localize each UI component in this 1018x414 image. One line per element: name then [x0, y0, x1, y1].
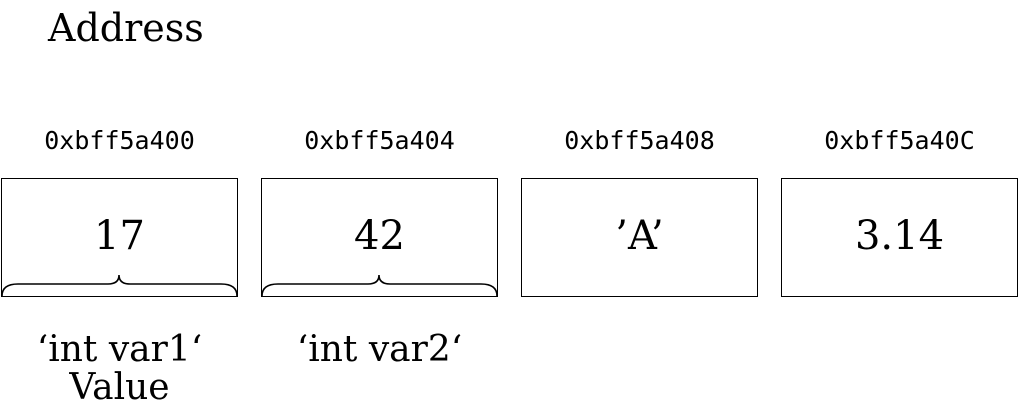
- memory-cell-value-2: ’A’: [615, 213, 664, 259]
- memory-cell-1: 42: [261, 178, 498, 297]
- memory-cell-3: 3.14: [781, 178, 1018, 297]
- address-label-2: 0xbff5a408: [564, 126, 715, 155]
- address-label-3: 0xbff5a40C: [824, 126, 975, 155]
- variable-label-0: ‘int var1‘: [36, 329, 203, 370]
- memory-cell-2: ’A’: [521, 178, 758, 297]
- memory-cell-0: 17: [1, 178, 238, 297]
- value-label: Value: [69, 367, 170, 408]
- memory-cell-value-3: 3.14: [854, 213, 945, 259]
- diagram-title: Address: [48, 6, 204, 50]
- variable-label-1: ‘int var2‘: [296, 329, 463, 370]
- address-label-0: 0xbff5a400: [44, 126, 195, 155]
- memory-cell-value-0: 17: [94, 213, 145, 259]
- memory-cell-value-1: 42: [354, 213, 405, 259]
- address-label-1: 0xbff5a404: [304, 126, 455, 155]
